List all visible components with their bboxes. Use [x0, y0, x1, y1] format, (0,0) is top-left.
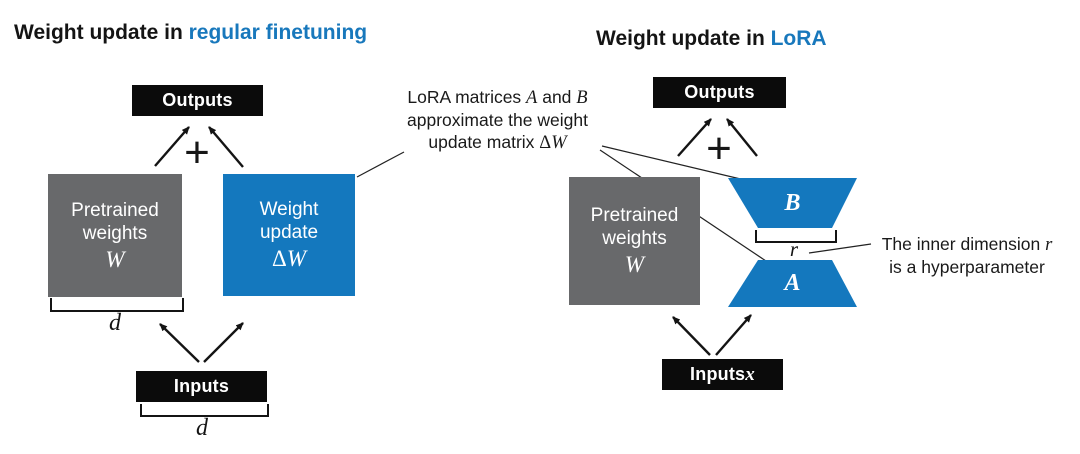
arrow-right-inputs-to-pretrained	[672, 316, 711, 356]
left-update-symbol-deltaw: ΔW	[272, 246, 306, 272]
left-weights-dim-label: d	[109, 310, 121, 336]
right-inputs-symbol-x: x	[745, 363, 755, 385]
right-pretrained-weights-box: Pretrained weights W	[569, 177, 700, 305]
w-glyph: W	[286, 246, 306, 271]
right-plus-sign: +	[706, 124, 732, 173]
right-inputs-label: Inputs	[690, 364, 746, 384]
matrix-a-trapezoid: A	[728, 260, 857, 307]
left-inputs-dim-label: d	[196, 415, 208, 441]
right-title-accent: LoRA	[770, 27, 827, 50]
left-title-prefix: Weight update in	[14, 21, 189, 44]
matrix-b-trapezoid: B	[728, 178, 857, 228]
left-plus-sign: +	[184, 128, 210, 177]
right-outputs-label: Outputs	[684, 82, 755, 102]
rank-note-line2: is a hyperparameter	[889, 257, 1045, 277]
arrow-right-inputs-to-a	[715, 314, 752, 356]
right-pretrained-line2: weights	[602, 228, 667, 249]
rank-hyperparameter-note: The inner dimension r is a hyperparamete…	[872, 233, 1062, 278]
left-outputs-box: Outputs	[132, 85, 263, 116]
note-text: LoRA matrices	[407, 87, 527, 107]
right-title: Weight update in LoRA	[596, 27, 827, 51]
right-title-prefix: Weight update in	[596, 27, 771, 50]
matrix-a-label: A	[784, 270, 801, 296]
arrow-left-inputs-to-pretrained	[159, 323, 200, 363]
leader-r-to-note	[808, 243, 872, 254]
left-inputs-box: Inputs	[136, 371, 267, 402]
rank-note-line1: The inner dimension r	[872, 233, 1062, 256]
left-weights-dim-bracket	[50, 298, 184, 312]
lora-note-line2: approximate the weight	[407, 110, 588, 130]
left-weight-update-box: Weight update ΔW	[223, 174, 355, 296]
left-title: Weight update in regular finetuning	[14, 21, 367, 45]
note-text: update matrix	[428, 132, 540, 152]
rank-dim-bracket	[755, 230, 837, 243]
note-symbol-delta: Δ	[539, 133, 552, 153]
lora-note-line1: LoRA matrices A and B	[385, 86, 610, 109]
left-pretrained-symbol-w: W	[105, 246, 125, 272]
right-outputs-box: Outputs	[653, 77, 786, 108]
note-text: and	[537, 87, 577, 107]
right-inputs-box: Inputs x	[662, 359, 783, 390]
note-symbol-r: r	[1045, 235, 1053, 255]
arrow-left-inputs-to-update	[203, 322, 244, 363]
rank-dim-label: r	[789, 237, 799, 261]
left-pretrained-weights-box: Pretrained weights W	[48, 174, 182, 297]
right-pretrained-line1: Pretrained	[590, 205, 679, 226]
right-pretrained-symbol-w: W	[624, 252, 645, 277]
left-outputs-label: Outputs	[162, 90, 233, 110]
note-symbol-b: B	[576, 88, 588, 108]
leader-note-to-deltaw-box	[356, 151, 405, 178]
left-title-accent: regular finetuning	[188, 21, 368, 44]
left-update-line1: Weight	[259, 199, 319, 220]
left-inputs-dim-bracket	[140, 404, 269, 417]
note-symbol-a: A	[526, 88, 538, 108]
left-pretrained-line2: weights	[82, 222, 148, 244]
delta-glyph: Δ	[272, 246, 287, 271]
left-update-line2: update	[259, 222, 319, 243]
note-symbol-w: W	[551, 133, 567, 153]
lora-note-line3: update matrix ΔW	[385, 131, 610, 154]
lora-matrices-note: LoRA matrices A and B approximate the we…	[385, 86, 610, 154]
left-inputs-label: Inputs	[173, 376, 230, 396]
matrix-b-label: B	[784, 189, 801, 216]
left-pretrained-line1: Pretrained	[71, 199, 159, 221]
note-text: The inner dimension	[881, 234, 1046, 254]
